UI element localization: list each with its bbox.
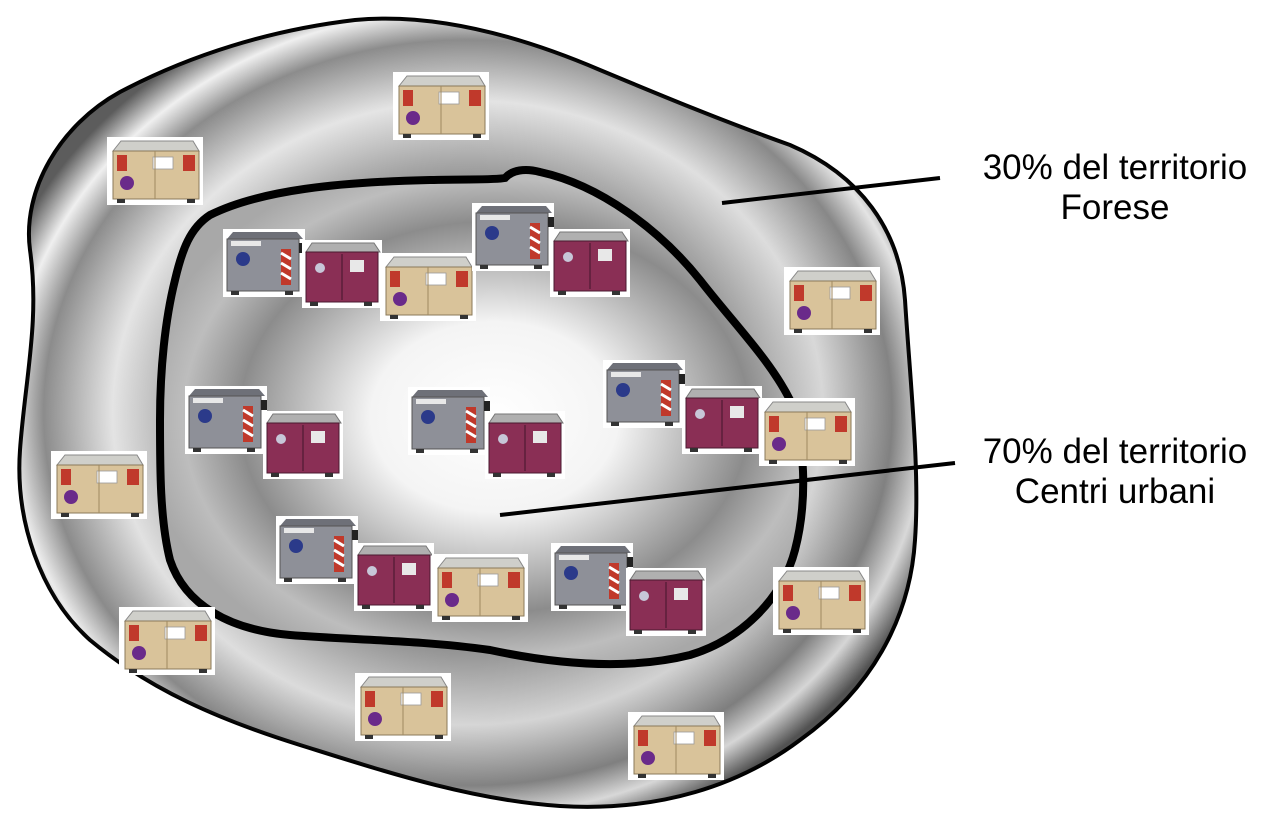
paper-bin-icon xyxy=(628,712,724,780)
organic-bin-icon xyxy=(551,543,633,611)
paper-bin-icon xyxy=(119,607,215,675)
organic-bin-icon xyxy=(185,386,267,454)
residual-bin-icon xyxy=(263,411,343,479)
residual-bin-icon xyxy=(302,240,382,308)
paper-bin-icon xyxy=(393,72,489,140)
organic-bin-icon xyxy=(603,360,685,428)
forese-zone-label: 30% del territorio Forese xyxy=(955,148,1275,228)
paper-bin-icon xyxy=(355,673,451,741)
paper-bin-icon xyxy=(773,567,869,635)
residual-bin-icon xyxy=(682,386,762,454)
leader-line-urban xyxy=(499,461,956,517)
organic-bin-icon xyxy=(472,203,554,271)
paper-bin-icon xyxy=(759,398,855,466)
residual-bin-icon xyxy=(626,568,706,636)
organic-bin-icon xyxy=(276,516,358,584)
paper-bin-icon xyxy=(380,253,476,321)
residual-bin-icon xyxy=(550,229,630,297)
residual-bin-icon xyxy=(354,543,434,611)
organic-bin-icon xyxy=(223,229,305,297)
forese-percentage-text: 30% del territorio xyxy=(982,148,1248,187)
paper-bin-icon xyxy=(432,554,528,622)
paper-bin-icon xyxy=(784,267,880,335)
paper-bin-icon xyxy=(107,137,203,205)
residual-bin-icon xyxy=(485,411,565,479)
organic-bin-icon xyxy=(408,387,490,455)
urban-percentage-text: 70% del territorio xyxy=(982,432,1248,471)
forese-name-text: Forese xyxy=(1060,188,1170,227)
leader-line-forese xyxy=(721,176,941,205)
urban-name-text: Centri urbani xyxy=(1014,472,1216,511)
paper-bin-icon xyxy=(51,451,147,519)
urban-zone-label: 70% del territorio Centri urbani xyxy=(955,432,1275,512)
